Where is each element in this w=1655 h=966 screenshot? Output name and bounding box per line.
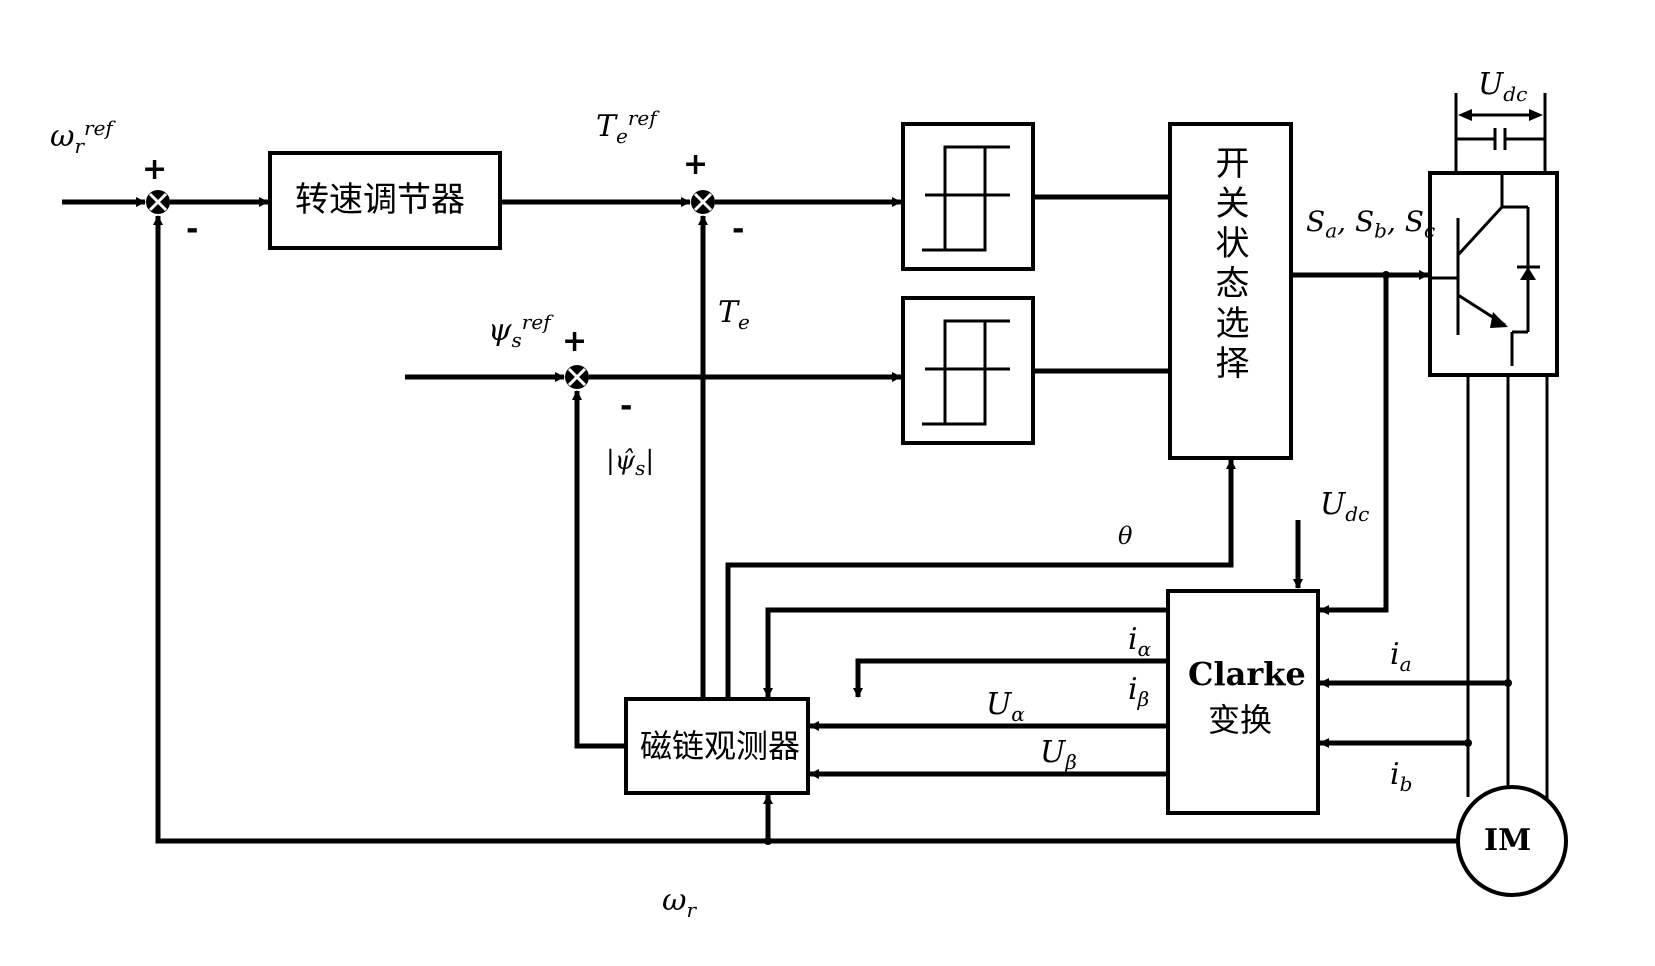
switch-state-select-block: [1168, 122, 1293, 460]
motor-label: IM: [1484, 823, 1532, 858]
torque-ref-label: Teref: [596, 106, 657, 148]
udc-top-label: Udc: [1478, 67, 1528, 106]
junction-dot: [764, 837, 772, 845]
u-alpha-label: Uα: [986, 687, 1025, 726]
switch-state-select-label: 开关状态选择: [1209, 145, 1249, 385]
i-alpha-label: iα: [1128, 622, 1152, 661]
minus-sign-torque: -: [732, 212, 745, 247]
junction-dot: [1464, 739, 1472, 747]
switch-to-clarke-wire: [1319, 275, 1389, 615]
ib-label: ib: [1390, 757, 1413, 796]
hysteresis-icon: [922, 319, 1010, 426]
i-alpha-wire: [763, 607, 1168, 698]
clarke-transform-block: [1166, 589, 1320, 815]
i-beta-wire: [853, 658, 1168, 698]
plus-sign-flux: +: [562, 324, 588, 359]
plus-sign-torque: +: [683, 147, 709, 182]
udc-input-label: Udc: [1320, 487, 1370, 526]
theta-label: θ: [1118, 522, 1133, 550]
theta-wire: [725, 459, 1236, 699]
igbt-icon: [1432, 173, 1540, 366]
u-beta-label: Uβ: [1040, 735, 1077, 774]
i-beta-label: iβ: [1128, 672, 1150, 711]
dc-link-capacitor: [1454, 93, 1547, 173]
omega-r-label: ωr: [662, 883, 697, 922]
plus-sign-speed: +: [142, 152, 168, 187]
flux-ref-label: ψsref: [488, 310, 551, 352]
clarke-label: Clarke: [1188, 655, 1306, 693]
summing-junction-speed: [146, 190, 170, 214]
summing-junction-torque: [691, 190, 715, 214]
summing-junction-flux: [565, 365, 589, 389]
speed-controller-label: 转速调节器: [295, 180, 465, 220]
torque-est-label: Te: [718, 295, 750, 334]
flux-observer-block: [624, 697, 810, 795]
clarke-transform-label: 变换: [1208, 701, 1273, 739]
minus-sign-speed: -: [186, 212, 199, 247]
switch-signals-label: Sa, Sb, Sc: [1306, 205, 1436, 243]
flux-feedback-wire: [572, 390, 626, 749]
flux-est-label: |ψ̂s|: [606, 446, 655, 481]
flux-observer-label: 磁链观测器: [640, 727, 801, 765]
inverter-block: [1428, 171, 1559, 377]
ia-label: ia: [1390, 637, 1412, 676]
minus-sign-flux: -: [620, 389, 633, 424]
speed-feedback-wire: [153, 215, 1458, 844]
junction-dot: [1504, 679, 1512, 687]
speed-controller-block: [268, 151, 502, 250]
omega-ref-label: ωrref: [50, 116, 113, 158]
hysteresis-icon: [922, 145, 1010, 252]
